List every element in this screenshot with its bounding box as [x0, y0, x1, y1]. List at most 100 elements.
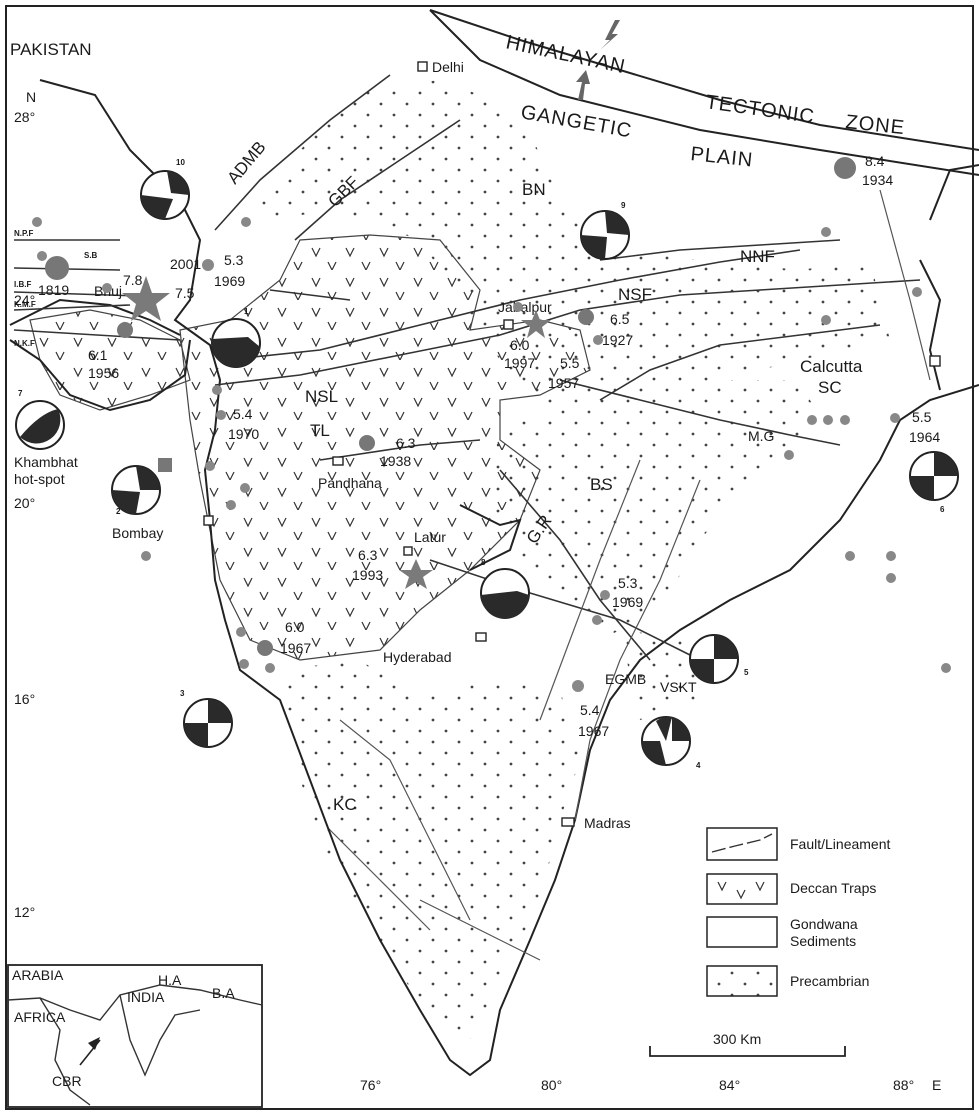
hotspot-label: Khambhat [14, 454, 78, 470]
city-marker [475, 632, 487, 642]
admb-label: ADMB [224, 138, 270, 188]
eq-mag: 5.3 [224, 252, 244, 268]
city-jabalpur: Jabalpur [498, 299, 552, 315]
epicenter [578, 309, 594, 325]
nkf-label: N.K.F [14, 339, 35, 348]
eq-year: 1934 [862, 172, 893, 188]
beachball-id: 5 [744, 668, 749, 677]
lon-label: 84° [719, 1077, 740, 1093]
pakistan-label: PAKISTAN [10, 40, 92, 59]
legend-swatch-traps [706, 873, 778, 905]
beachball-id: 4 [696, 761, 701, 770]
eq-mag: 6.3 [358, 547, 378, 563]
earthquake-labels: 8.4 1934 2001 7.5 5.3 1969 6.1 1956 6.0 … [14, 153, 940, 739]
eq-year: 1956 [88, 365, 119, 381]
lon-east: E [932, 1077, 941, 1093]
lon-label: 80° [541, 1077, 562, 1093]
sb-label: S.B [84, 251, 98, 260]
eq-mag: 5.5 [912, 409, 932, 425]
eq-year: 1967 [280, 640, 311, 656]
beachball-icon [641, 716, 691, 766]
legend-swatch-precambrian [706, 965, 778, 997]
lat-label: 12° [14, 904, 35, 920]
map-frame [5, 5, 974, 1110]
legend-fault: Fault/Lineament [790, 836, 891, 852]
coordinates: N 28° 20° 16° 12° 76° 80° 84° 88° E [14, 89, 941, 1093]
tectonic-label: TECTONIC [704, 91, 816, 128]
beachball-id: 10 [176, 158, 185, 167]
eq-mag: 6.0 [285, 619, 305, 635]
npf-label: N.P.F [14, 229, 34, 238]
lat-label: 20° [14, 495, 35, 511]
epicenter [45, 256, 69, 280]
kc-label: KC [333, 795, 357, 814]
eq-year: 1969 [214, 273, 245, 289]
arrow-icon [576, 70, 590, 100]
beachball-id: 8 [481, 558, 486, 567]
inset-ha: H.A [158, 972, 182, 988]
arrow-icon [88, 1037, 100, 1050]
epicenter [834, 157, 856, 179]
city-marker [203, 515, 214, 526]
zone-label: ZONE [844, 111, 906, 139]
kutch-fault-labels: N.P.F I.B.F K.M.F N.K.F S.B [14, 229, 98, 348]
hotspot-marker [158, 458, 172, 472]
eq-mag: 8.4 [865, 153, 885, 169]
city-hyderabad: Hyderabad [383, 649, 452, 665]
beachball-icon [15, 400, 65, 450]
lat-north: N [26, 89, 36, 105]
eq-mag: 6.1 [88, 347, 108, 363]
epicenter [359, 435, 375, 451]
city-marker [561, 817, 575, 827]
eq-mag: 6.0 [510, 337, 530, 353]
eq-mag: 6.5 [610, 311, 630, 327]
vskt-label: VSKT [660, 679, 697, 695]
beachball-icon [183, 698, 233, 748]
inset-arabia: ARABIA [12, 967, 64, 983]
nnf-label: NNF [740, 247, 775, 266]
inset-ba: B.A [212, 985, 235, 1001]
beachball-icon [140, 170, 190, 220]
eq-year: 1967 [578, 723, 609, 739]
eq-mag: 6.3 [396, 435, 416, 451]
inset-africa: AFRICA [14, 1009, 66, 1025]
lat-label: 28° [14, 109, 35, 125]
inset-india: INDIA [127, 989, 165, 1005]
legend-swatch-gondwana [706, 916, 778, 948]
earthquake-epicenters [32, 157, 951, 692]
plain-label: PLAIN [689, 143, 754, 171]
inset-cbr: CBR [52, 1073, 82, 1089]
lat-label: 16° [14, 691, 35, 707]
eq-mag: 2001 [170, 256, 201, 272]
legend-traps: Deccan Traps [790, 880, 876, 896]
city-marker [403, 546, 413, 556]
beachballs [15, 170, 959, 766]
beachball-icon [689, 634, 739, 684]
nsf-label: NSF [618, 285, 652, 304]
bn-label: BN [522, 180, 546, 199]
beachball-icon [909, 451, 959, 501]
city-marker [417, 61, 428, 72]
bs-label: BS [590, 475, 613, 494]
eq-year: 1970 [228, 426, 259, 442]
kmf-label: K.M.F [14, 300, 36, 309]
city-marker [929, 355, 941, 367]
mg-label: M.G [748, 428, 774, 444]
city-marker [503, 319, 514, 330]
beachball-id: 2 [116, 507, 121, 516]
eq-year: 1938 [380, 453, 411, 469]
sc-label: SC [818, 378, 842, 397]
city-bombay: Bombay [112, 525, 163, 541]
deccan-traps [29, 234, 591, 661]
kutch-label: 1819 [38, 282, 69, 298]
legend-gondwana: Gondwana [790, 916, 858, 932]
star-icon [122, 276, 170, 321]
eq-year: 7.5 [175, 285, 195, 301]
eq-year: 1969 [612, 594, 643, 610]
beachball-icon [211, 318, 261, 368]
city-marker [332, 456, 344, 466]
kutch-label: 24° [14, 292, 35, 308]
gangetic-label: GANGETIC [519, 101, 634, 142]
precambrian-areas [245, 80, 890, 1040]
